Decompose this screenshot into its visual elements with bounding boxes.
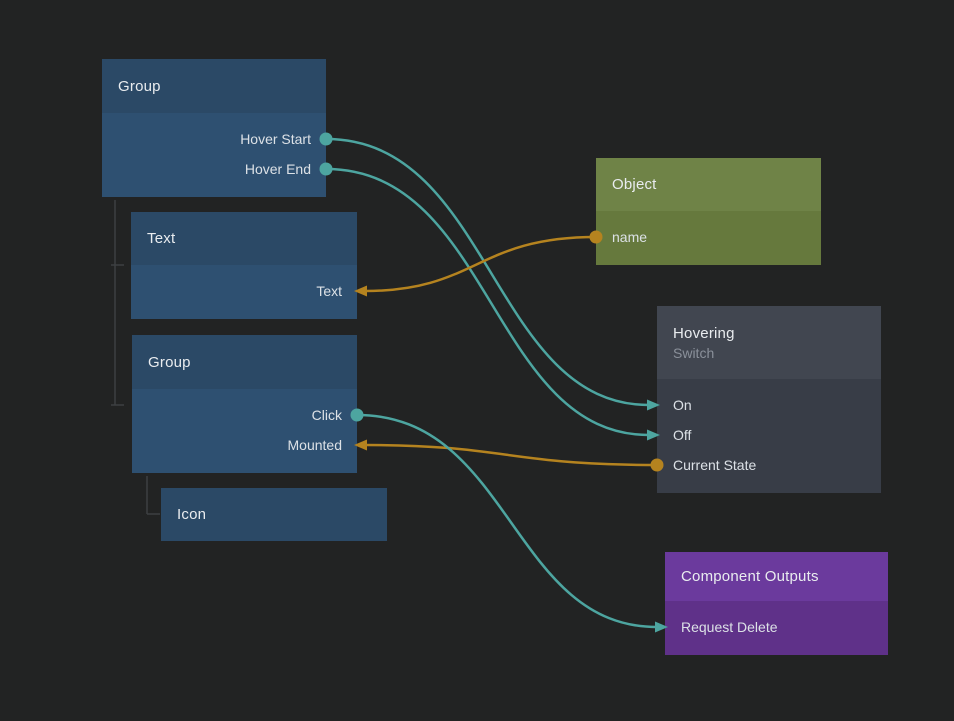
node-object[interactable]: Object name	[596, 158, 821, 265]
port-row-off: Off	[657, 420, 881, 450]
node-body: Request Delete	[665, 601, 888, 655]
node-header[interactable]: Group	[132, 335, 357, 389]
node-title: Component Outputs	[681, 568, 819, 585]
port-row-hover-end: Hover End	[102, 154, 326, 184]
port-row-mounted: Mounted	[132, 430, 357, 460]
port-label: Current State	[673, 457, 757, 473]
node-body: name	[596, 211, 821, 265]
node-title: Group	[118, 77, 161, 95]
port-row-on: On	[657, 390, 881, 420]
port-label: Mounted	[287, 437, 342, 453]
port-row-name: name	[596, 222, 821, 252]
port-label: Hover End	[244, 161, 311, 177]
port-label: name	[612, 229, 648, 245]
node-title: Text	[147, 230, 176, 247]
port-row-click: Click	[132, 400, 357, 430]
port-row-text: Text	[131, 276, 357, 306]
port-label: Hover Start	[240, 131, 311, 147]
node-header[interactable]: Object	[596, 158, 821, 211]
port-row-current-state: Current State	[657, 450, 881, 480]
port-row-request-delete: Request Delete	[665, 612, 888, 642]
port-label: Request Delete	[681, 619, 778, 635]
wire-hovering-to-group-mid[interactable]	[364, 443, 658, 467]
wire-object-to-text[interactable]	[364, 235, 597, 293]
wire-group-mid-to-component-outputs[interactable]	[356, 413, 658, 629]
port-label: Text	[316, 283, 342, 299]
node-title: Object	[612, 176, 657, 193]
port-label: Click	[311, 407, 342, 423]
node-header[interactable]: Icon	[161, 488, 387, 541]
node-body: Text	[131, 265, 357, 319]
node-title: Hovering	[673, 324, 735, 342]
port-label: On	[673, 397, 692, 413]
node-title: Group	[148, 353, 191, 371]
node-title: Icon	[177, 506, 207, 523]
port-label: Off	[673, 427, 692, 443]
node-header[interactable]: Text	[131, 212, 357, 265]
node-icon[interactable]: Icon	[161, 488, 387, 541]
node-header[interactable]: Group	[102, 59, 326, 113]
node-subtitle: Switch	[673, 344, 715, 361]
node-header[interactable]: Component Outputs	[665, 552, 888, 601]
port-row-hover-start: Hover Start	[102, 124, 326, 154]
